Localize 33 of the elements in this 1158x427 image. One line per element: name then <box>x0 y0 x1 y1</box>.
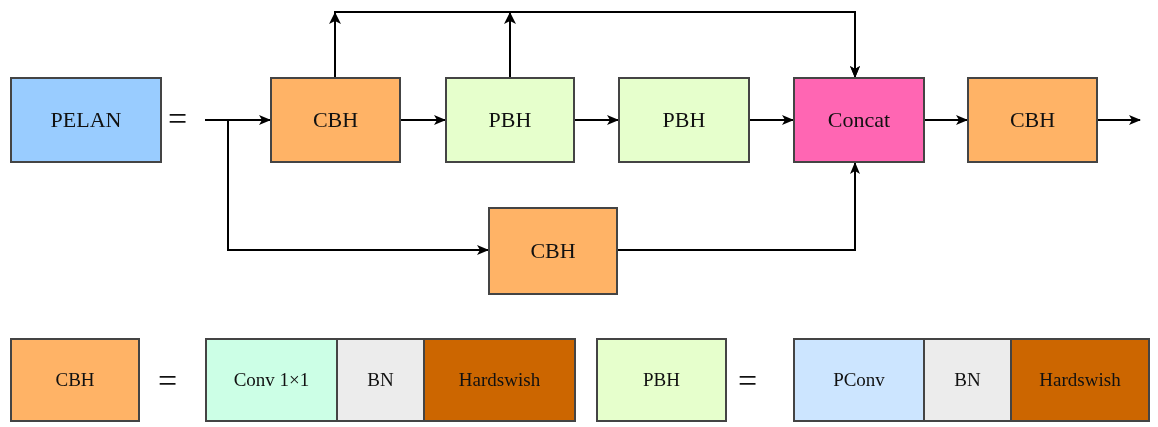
process-box <box>488 207 618 295</box>
block-label: Concat <box>827 107 891 133</box>
process-box <box>793 77 925 163</box>
block-label: CBH <box>312 107 359 133</box>
process-box <box>423 338 576 422</box>
process-box <box>445 77 575 163</box>
block-label: CBH <box>530 238 576 264</box>
process-box <box>205 338 338 422</box>
process-box <box>1010 338 1150 422</box>
process-box <box>793 338 925 422</box>
process-box <box>596 338 727 422</box>
block-label: Hardswish <box>1039 369 1121 391</box>
block-label: Conv 1×1 <box>233 369 310 391</box>
block-label: PBH <box>643 369 680 391</box>
equals-sign: = <box>168 102 188 136</box>
block-label: Hardswish <box>458 369 541 391</box>
block-label: PConv <box>833 369 885 391</box>
equals-sign: = <box>158 364 178 398</box>
block-label: CBH <box>55 369 95 391</box>
process-box <box>967 77 1098 163</box>
process-box <box>10 338 140 422</box>
equals-sign: = <box>738 364 758 398</box>
process-box <box>270 77 401 163</box>
process-box <box>10 77 162 163</box>
block-label: BN <box>367 369 394 391</box>
process-box <box>618 77 750 163</box>
block-label: PBH <box>488 107 532 133</box>
block-label: PBH <box>662 107 706 133</box>
block-label: CBH <box>1009 107 1056 133</box>
block-label: BN <box>954 369 981 391</box>
process-box <box>923 338 1012 422</box>
block-label: PELAN <box>50 107 122 133</box>
process-box <box>336 338 425 422</box>
